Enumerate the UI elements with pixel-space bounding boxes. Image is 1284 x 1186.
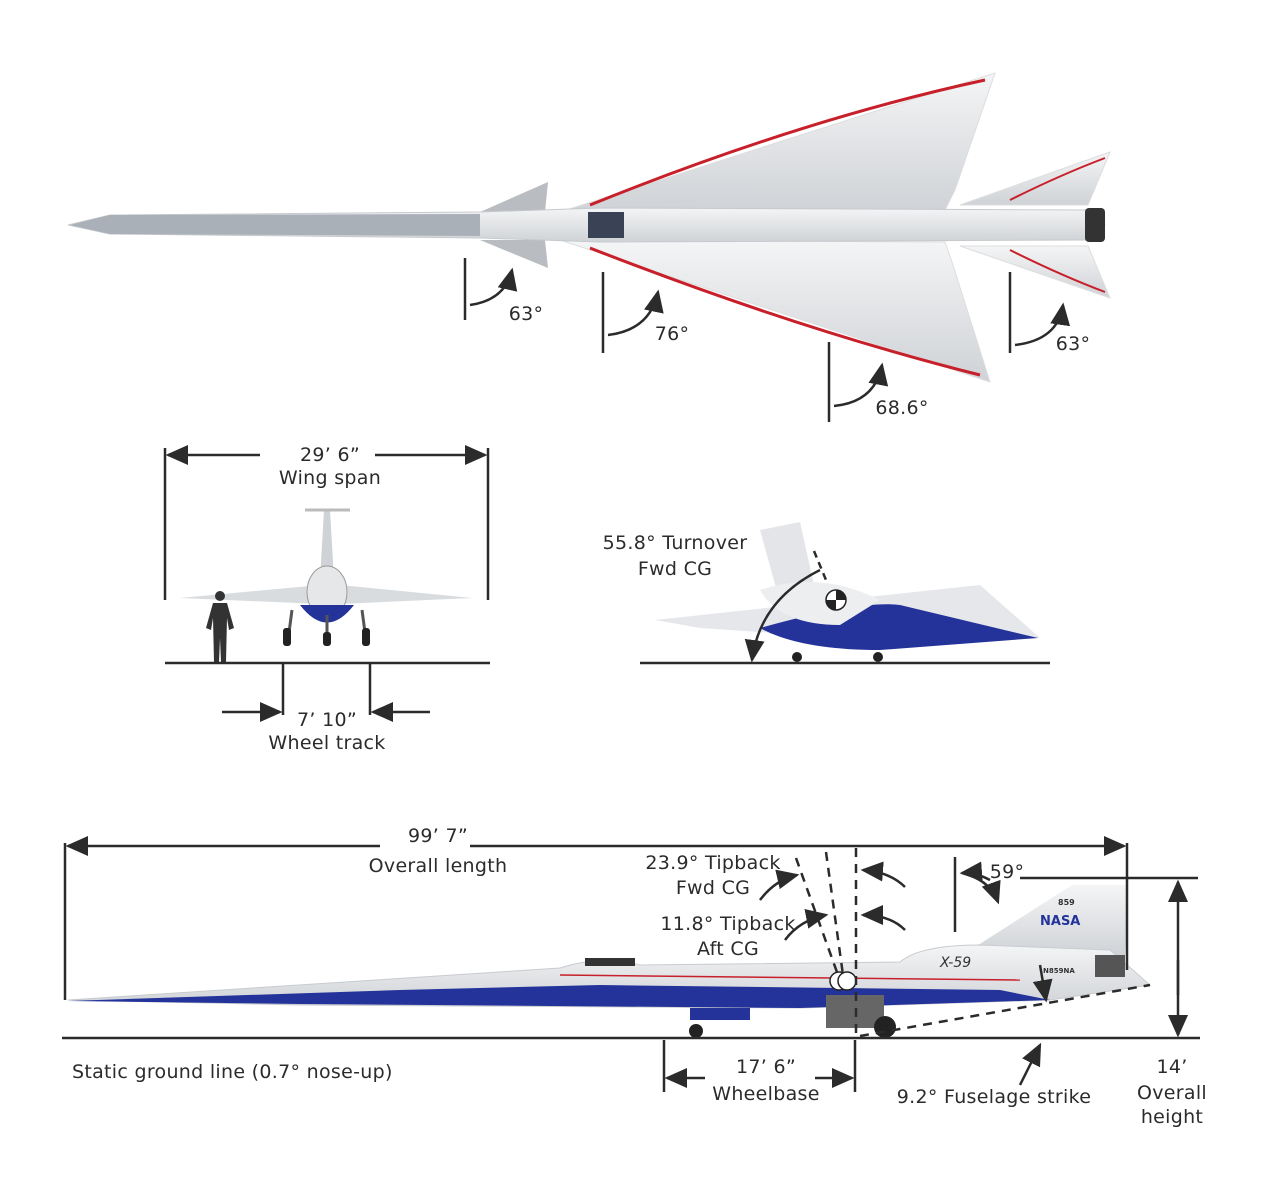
marking-tail-number: 859: [1058, 898, 1075, 907]
overall-height-label-1: Overall: [1136, 1082, 1208, 1104]
wheelbase-label: Wheelbase: [712, 1083, 820, 1105]
top-view-aircraft: [67, 72, 1111, 383]
front-view-dimensions: [163, 445, 490, 722]
person-silhouette: [206, 591, 234, 662]
wheel-track-value: 7’ 10”: [297, 709, 357, 731]
tipback-aft-label: 11.8° Tipback: [660, 913, 796, 935]
tipback-fwd-label: 23.9° Tipback: [645, 852, 781, 874]
tipback-aft-cg-label: Aft CG: [697, 938, 759, 960]
overall-height-value: 14’: [1156, 1056, 1188, 1078]
ground-line-label: Static ground line (0.7° nose-up): [72, 1061, 393, 1083]
overall-length-value: 99’ 7”: [408, 825, 468, 847]
turnover-view-aircraft: [655, 522, 1040, 662]
marking-model: X-59: [939, 955, 971, 971]
wing-span-value: 29’ 6”: [300, 444, 360, 466]
canard-sweep-label: 63°: [508, 303, 544, 325]
wing-outer-sweep-label: 68.6°: [875, 397, 929, 419]
fuselage-strike-label: 9.2° Fuselage strike: [896, 1086, 1092, 1108]
sweep-angle-markers: [463, 258, 1071, 422]
marking-agency: NASA: [1040, 914, 1080, 929]
front-view-aircraft: [180, 508, 472, 646]
tail-angle-label: 59°: [989, 861, 1025, 883]
wing-root-sweep-label: 76°: [654, 323, 690, 345]
side-view-aircraft: X-59 NASA 859 N859NA: [67, 885, 1152, 1038]
side-view-dimensions: [62, 836, 1200, 1092]
overall-height-label-2: height: [1140, 1106, 1204, 1128]
turnover-label: 55.8° Turnover: [602, 532, 748, 554]
tail-sweep-label: 63°: [1055, 333, 1091, 355]
overall-length-label: Overall length: [368, 855, 508, 877]
turnover-dimensions: [640, 550, 1050, 665]
wheel-track-label: Wheel track: [268, 732, 386, 754]
wing-span-label: Wing span: [278, 467, 382, 489]
marking-registration: N859NA: [1043, 967, 1075, 975]
turnover-cg-label: Fwd CG: [637, 558, 713, 580]
tipback-fwd-cg-label: Fwd CG: [675, 877, 751, 899]
wheelbase-value: 17’ 6”: [736, 1056, 796, 1078]
